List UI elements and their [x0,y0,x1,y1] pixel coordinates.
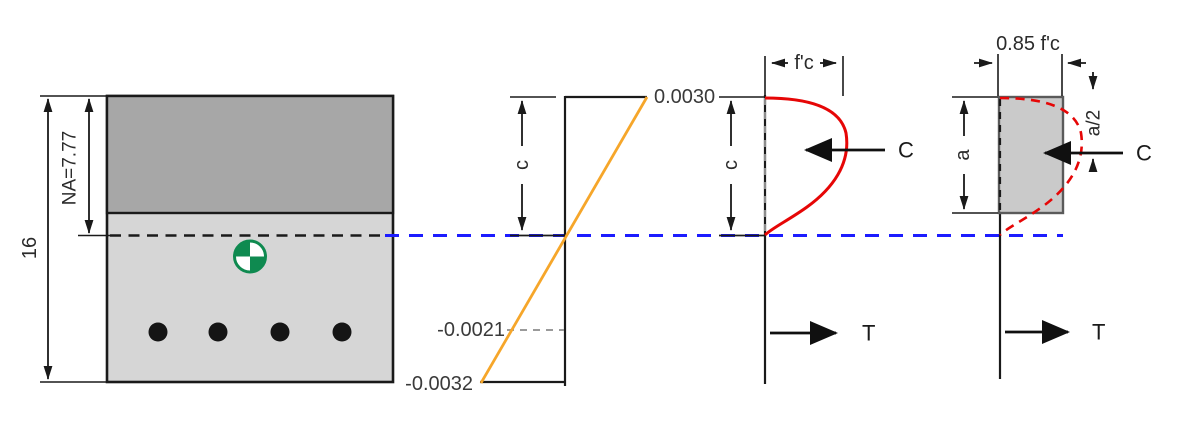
block-stress-label: 0.85 f'c [996,33,1060,55]
compression-zone [105,94,395,215]
depth-dimension-label: 16 [19,237,41,259]
rebar-dot [270,322,290,342]
na-dimension-label: NA=7.77 [60,131,81,205]
dimension-c-strain: c [510,96,565,237]
whitney-block-panel: 0.85 f'c a a/2 C T [952,33,1152,379]
yield-strain-value: -0.0021 [437,319,505,341]
rebar-dot [208,322,228,342]
rectangular-stress-block [997,95,1065,215]
dimension-a-half: a/2 [1084,72,1105,172]
centroid-quadrant-nw [234,241,250,257]
compression-force: C [804,138,914,163]
c-dimension-label: c [511,160,533,170]
compression-label: C [1136,141,1152,166]
centroid-quadrant-se [250,256,266,272]
dimension-085fc: 0.85 f'c [974,33,1086,96]
tension-label: T [862,321,875,346]
cross-section-panel: 16 NA=7.77 [19,94,395,384]
tension-label: T [1092,320,1105,345]
tension-force-block: T [1005,320,1105,345]
dimension-a: a [952,96,998,214]
strain-profile-line [479,96,649,384]
dimension-na-depth: NA=7.77 [60,98,94,234]
rebar-dot [332,322,352,342]
bottom-strain-value: -0.0032 [405,373,473,395]
strain-panel: c 0.0030 -0.0021 -0.0032 [405,86,715,395]
centroid-icon [233,239,267,274]
top-strain-value: 0.0030 [654,86,715,108]
dimension-overall-depth: 16 [19,98,53,380]
compression-force-block: C [1043,141,1152,166]
dimension-fc: f'c [764,52,844,96]
rebar-row [148,322,352,342]
fc-label: f'c [794,52,813,74]
rebar-dot [148,322,168,342]
dimension-c-stress: c [719,96,765,237]
a-dimension-label: a [952,149,974,161]
c-dimension-label: c [720,160,742,170]
stress-parabola-curve [763,96,849,237]
compression-label: C [898,138,914,163]
a-half-dimension-label: a/2 [1084,110,1105,136]
stress-panel: f'c c C T [719,52,914,384]
tension-force: T [770,321,875,346]
reference-parabola-dashed [999,96,1084,236]
